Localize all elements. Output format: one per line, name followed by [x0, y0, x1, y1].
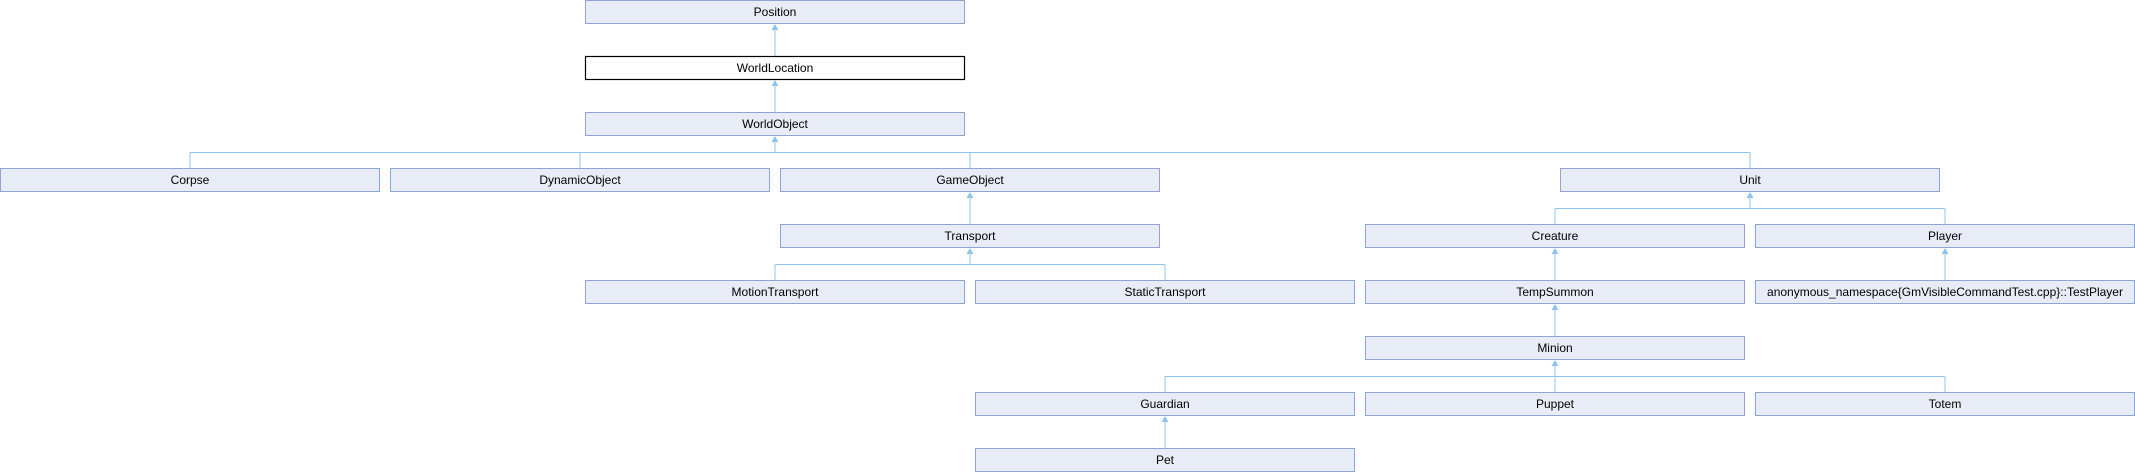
- class-box[interactable]: [1365, 336, 1745, 360]
- inheritance-edge-to-unit: [1554, 197, 1946, 225]
- inheritance-edge-to-minion: [1164, 365, 1946, 393]
- arrowhead-icon: [966, 192, 974, 198]
- class-box[interactable]: [1560, 168, 1940, 192]
- class-node-unit[interactable]: Unit: [1560, 168, 1940, 192]
- arrowhead-icon: [1551, 304, 1559, 310]
- class-label: DynamicObject: [539, 173, 621, 187]
- class-label: MotionTransport: [732, 285, 820, 299]
- class-node-creature[interactable]: Creature: [1365, 224, 1745, 248]
- arrowhead-icon: [1746, 192, 1754, 198]
- arrowhead-icon: [1551, 248, 1559, 254]
- class-node-dynamicobject[interactable]: DynamicObject: [390, 168, 770, 192]
- class-label: Transport: [945, 229, 997, 243]
- class-label: StaticTransport: [1125, 285, 1207, 299]
- class-label: WorldLocation: [737, 61, 814, 75]
- class-box[interactable]: [975, 392, 1355, 416]
- class-box[interactable]: [585, 280, 965, 304]
- inheritance-edge-to-worldobject: [189, 141, 1751, 169]
- class-node-player[interactable]: Player: [1755, 224, 2135, 248]
- class-label: anonymous_namespace{GmVisibleCommandTest…: [1767, 285, 2123, 299]
- class-node-worldobject[interactable]: WorldObject: [585, 112, 965, 136]
- class-label: Guardian: [1140, 397, 1189, 411]
- class-box[interactable]: [0, 168, 380, 192]
- class-node-motiontransport[interactable]: MotionTransport: [585, 280, 965, 304]
- arrowhead-icon: [771, 80, 779, 86]
- class-node-gameobject[interactable]: GameObject: [780, 168, 1160, 192]
- class-label: Corpse: [171, 173, 210, 187]
- class-label: Player: [1928, 229, 1962, 243]
- class-label: Totem: [1929, 397, 1962, 411]
- class-node-corpse[interactable]: Corpse: [0, 168, 380, 192]
- class-box[interactable]: [1365, 392, 1745, 416]
- class-box[interactable]: [780, 224, 1160, 248]
- arrowhead-icon: [1551, 360, 1559, 366]
- arrowhead-icon: [1941, 248, 1949, 254]
- class-node-worldlocation: WorldLocation: [584, 55, 966, 81]
- class-node-statictransport[interactable]: StaticTransport: [975, 280, 1355, 304]
- class-box[interactable]: [585, 0, 965, 24]
- class-box[interactable]: [1365, 224, 1745, 248]
- class-box[interactable]: [1365, 280, 1745, 304]
- class-box: [584, 55, 966, 81]
- class-node-totem[interactable]: Totem: [1755, 392, 2135, 416]
- arrowhead-icon: [966, 248, 974, 254]
- class-box[interactable]: [585, 112, 965, 136]
- edges-layer: [189, 24, 1949, 449]
- class-label: GameObject: [936, 173, 1004, 187]
- class-node-position[interactable]: Position: [585, 0, 965, 24]
- class-label: WorldObject: [742, 117, 808, 131]
- class-label: TempSummon: [1516, 285, 1593, 299]
- class-node-tempsummon[interactable]: TempSummon: [1365, 280, 1745, 304]
- arrowhead-icon: [771, 136, 779, 142]
- class-label: Minion: [1537, 341, 1572, 355]
- class-box[interactable]: [780, 168, 1160, 192]
- class-node-transport[interactable]: Transport: [780, 224, 1160, 248]
- class-label: Creature: [1532, 229, 1579, 243]
- class-label: Pet: [1156, 453, 1175, 467]
- arrowhead-icon: [771, 24, 779, 30]
- arrowhead-icon: [1161, 416, 1169, 422]
- class-box[interactable]: [390, 168, 770, 192]
- class-label: Puppet: [1536, 397, 1575, 411]
- class-label: Unit: [1739, 173, 1761, 187]
- class-box[interactable]: [975, 280, 1355, 304]
- inheritance-edge-to-transport: [774, 253, 1166, 281]
- class-label: Position: [754, 5, 797, 19]
- class-node-guardian[interactable]: Guardian: [975, 392, 1355, 416]
- class-node-minion[interactable]: Minion: [1365, 336, 1745, 360]
- class-node-puppet[interactable]: Puppet: [1365, 392, 1745, 416]
- class-node-testplayer[interactable]: anonymous_namespace{GmVisibleCommandTest…: [1755, 280, 2135, 304]
- class-node-pet[interactable]: Pet: [975, 448, 1355, 472]
